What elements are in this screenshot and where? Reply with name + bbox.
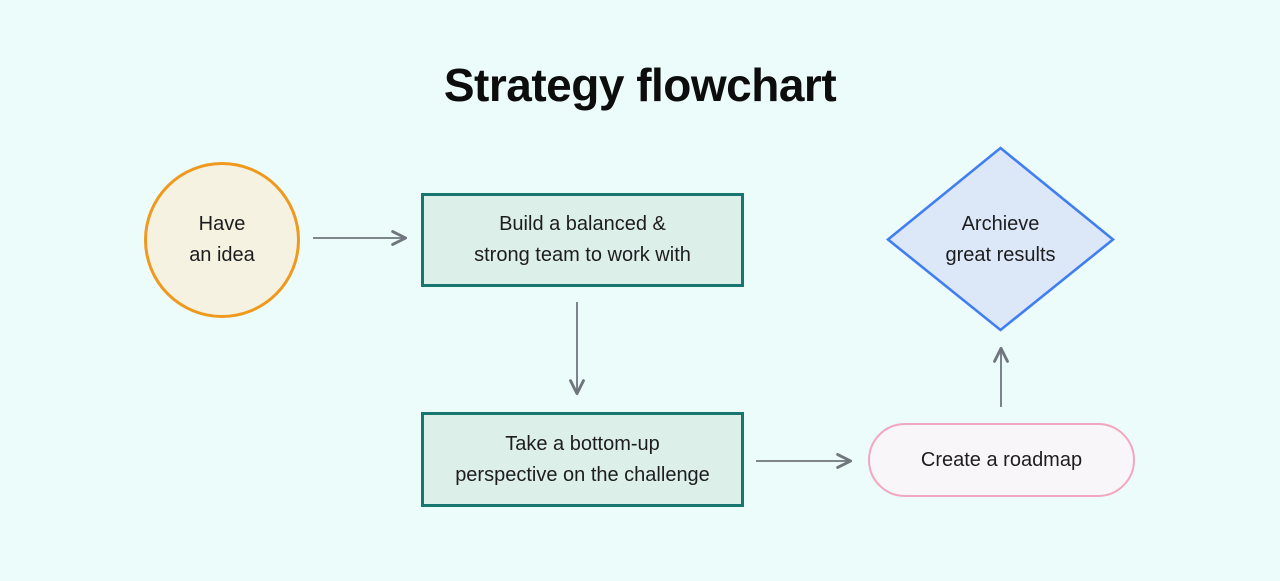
node-build-team: Build a balanced & strong team to work w… [421,193,744,287]
node-label: Archieve great results [945,212,1056,266]
node-bottom-up-perspective: Take a bottom-up perspective on the chal… [421,412,744,507]
node-label: Build a balanced & strong team to work w… [474,213,691,266]
node-achieve-results: Archieve great results [888,149,1113,330]
node-create-roadmap: Create a roadmap [868,423,1135,497]
node-label: Take a bottom-up perspective on the chal… [455,432,710,486]
node-label: Have an idea [189,213,255,266]
page-title: Strategy flowchart [443,59,837,111]
node-have-an-idea: Have an idea [144,162,300,318]
node-label: Create a roadmap [920,448,1083,471]
